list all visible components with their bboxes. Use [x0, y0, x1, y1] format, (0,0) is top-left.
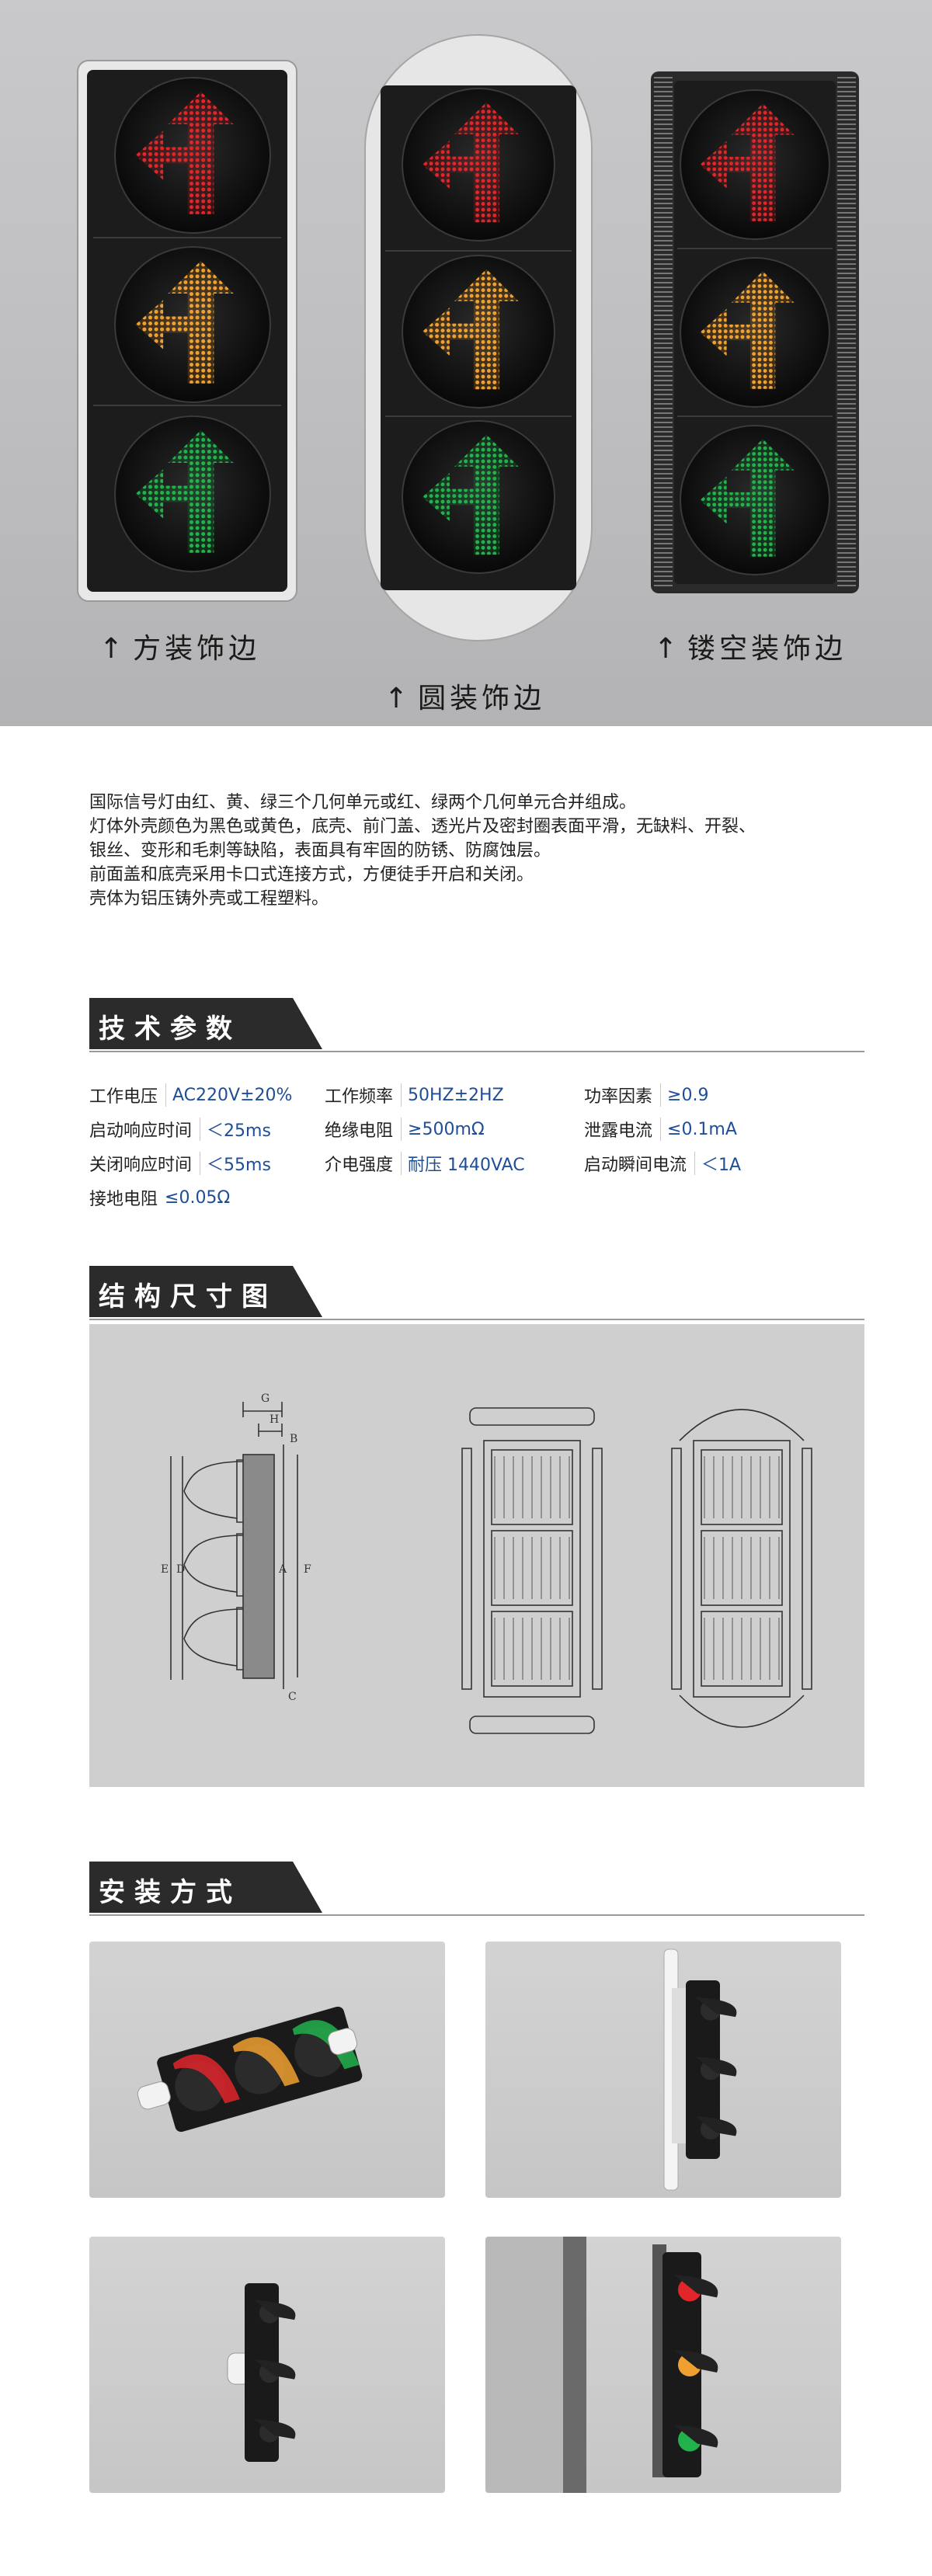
section-title: 技术参数	[99, 1013, 242, 1045]
section-header-structure: 结构尺寸图	[89, 1266, 864, 1322]
section-divider	[89, 1914, 864, 1916]
section-tab: 技术参数	[89, 998, 322, 1049]
signal-lamp	[680, 257, 830, 408]
signal-lamp	[114, 246, 271, 403]
section-title: 安装方式	[99, 1877, 242, 1908]
dimension-label: G	[261, 1392, 270, 1405]
front-view-square	[461, 1407, 603, 1734]
visor	[695, 2056, 737, 2077]
hollow-vents	[654, 77, 856, 586]
dimension-label: C	[288, 1691, 297, 1703]
hero-banner: ↑方装饰边 ↑圆装饰边 ↑镂空装饰边	[0, 0, 932, 726]
up-arrow-icon: ↑	[99, 633, 127, 665]
spec-item: 功率因素≥0.9	[584, 1079, 708, 1111]
front-view-round	[671, 1409, 812, 1728]
section-divider	[89, 1319, 864, 1320]
spec-item: 接地电阻≤0.05Ω	[89, 1187, 231, 1210]
install-photo-horizontal	[89, 1942, 445, 2198]
signal-lamp	[114, 415, 271, 572]
section-divider	[89, 1051, 864, 1052]
visor	[695, 2115, 737, 2136]
spec-item: 绝缘电阻≥500mΩ	[325, 1114, 485, 1145]
dimension-label: A	[278, 1563, 287, 1576]
spec-item: 泄露电流≤0.1mA	[584, 1114, 737, 1145]
section-tab: 结构尺寸图	[89, 1266, 322, 1317]
visor	[254, 2418, 296, 2439]
signal-lamp	[402, 255, 555, 408]
section-tab: 安装方式	[89, 1862, 322, 1913]
spec-row: 接地电阻≤0.05Ω	[89, 1182, 866, 1216]
product-description: 国际信号灯由红、黄、绿三个几何单元或红、绿两个几何单元合并组成。 灯体外壳颜色为…	[89, 791, 866, 911]
signal-lamp	[680, 425, 830, 575]
install-photo-pole-mounted-lit	[485, 2237, 841, 2493]
description-line: 壳体为铝压铸外壳或工程塑料。	[89, 889, 329, 909]
description-line: 国际信号灯由红、黄、绿三个几何单元或红、绿两个几何单元合并组成。	[89, 793, 637, 812]
up-arrow-icon: ↑	[384, 683, 412, 714]
dimension-label: H	[270, 1413, 279, 1426]
spec-item: 启动瞬间电流＜1A	[584, 1148, 741, 1179]
spec-row: 关闭响应时间＜55ms 介电强度耐压 1440VAC 启动瞬间电流＜1A	[89, 1148, 866, 1182]
dimension-lines	[170, 1444, 298, 1689]
up-arrow-icon: ↑	[654, 633, 682, 665]
visor	[674, 2275, 718, 2298]
spec-item: 介电强度耐压 1440VAC	[325, 1148, 525, 1179]
mount-bracket	[327, 2028, 358, 2056]
visor	[674, 2425, 718, 2448]
install-photo-bracket-vertical	[89, 2237, 445, 2493]
visor	[183, 1535, 244, 1593]
mount-bracket	[137, 2081, 171, 2110]
hero-traffic-lights	[77, 34, 859, 641]
dimension-label: D	[176, 1563, 185, 1576]
label-hollow-trim: ↑镂空装饰边	[654, 633, 847, 665]
install-photo-pole-side	[485, 1942, 841, 2198]
visor	[674, 2350, 718, 2373]
label-round-trim: ↑圆装饰边	[384, 683, 546, 714]
visor	[254, 2359, 296, 2380]
visor	[254, 2300, 296, 2320]
signal-lamp	[114, 77, 271, 234]
spec-item: 启动响应时间＜25ms	[89, 1114, 271, 1145]
description-line: 银丝、变形和毛刺等缺陷，表面具有牢固的防锈、防腐蚀层。	[89, 841, 551, 860]
visor	[232, 2037, 300, 2087]
section-header-install: 安装方式	[89, 1862, 864, 1917]
pole	[563, 2237, 586, 2493]
section-title: 结构尺寸图	[99, 1281, 277, 1312]
dimension-label: E	[161, 1563, 169, 1576]
dimension-label: B	[290, 1433, 297, 1445]
side-view-body	[242, 1454, 275, 1679]
description-line: 前面盖和底壳采用卡口式连接方式，方便徒手开启和关闭。	[89, 865, 534, 885]
spec-row: 启动响应时间＜25ms 绝缘电阻≥500mΩ 泄露电流≤0.1mA	[89, 1114, 866, 1148]
section-header-tech: 技术参数	[89, 998, 864, 1054]
spec-item: 关闭响应时间＜55ms	[89, 1148, 271, 1179]
visor	[183, 1608, 244, 1667]
visor	[695, 1997, 737, 2018]
signal-lamp	[402, 420, 555, 574]
description-line: 灯体外壳颜色为黑色或黄色，底壳、前门盖、透光片及密封圈表面平滑，无缺料、开裂、	[89, 817, 756, 836]
signal-lamp	[680, 89, 830, 240]
visor	[172, 2054, 240, 2104]
horizontal-signal	[137, 2006, 363, 2133]
signal-lamp	[402, 88, 555, 242]
visor	[183, 1461, 244, 1519]
visor	[292, 2020, 360, 2070]
label-square-trim: ↑方装饰边	[99, 633, 261, 665]
dimension-label: F	[304, 1563, 311, 1576]
